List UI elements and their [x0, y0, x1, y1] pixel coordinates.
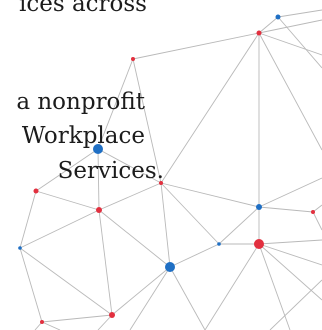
network-node	[256, 204, 262, 210]
text-line-1: ices across	[18, 0, 147, 17]
network-node	[109, 312, 115, 318]
network-node	[33, 188, 39, 194]
text-line-3: Workplace	[21, 123, 145, 149]
network-node	[165, 262, 175, 272]
text-line-2: a nonprofit	[16, 89, 145, 115]
network-node	[217, 242, 221, 246]
network-node	[40, 320, 44, 324]
network-node	[93, 144, 103, 154]
network-node	[275, 14, 281, 20]
text-line-4: Services.	[57, 158, 164, 184]
network-node	[311, 210, 315, 214]
network-node	[18, 246, 22, 250]
network-node	[159, 181, 163, 185]
network-node	[254, 239, 264, 249]
network-node	[96, 207, 102, 213]
network-node	[256, 30, 262, 36]
network-node	[131, 57, 135, 61]
